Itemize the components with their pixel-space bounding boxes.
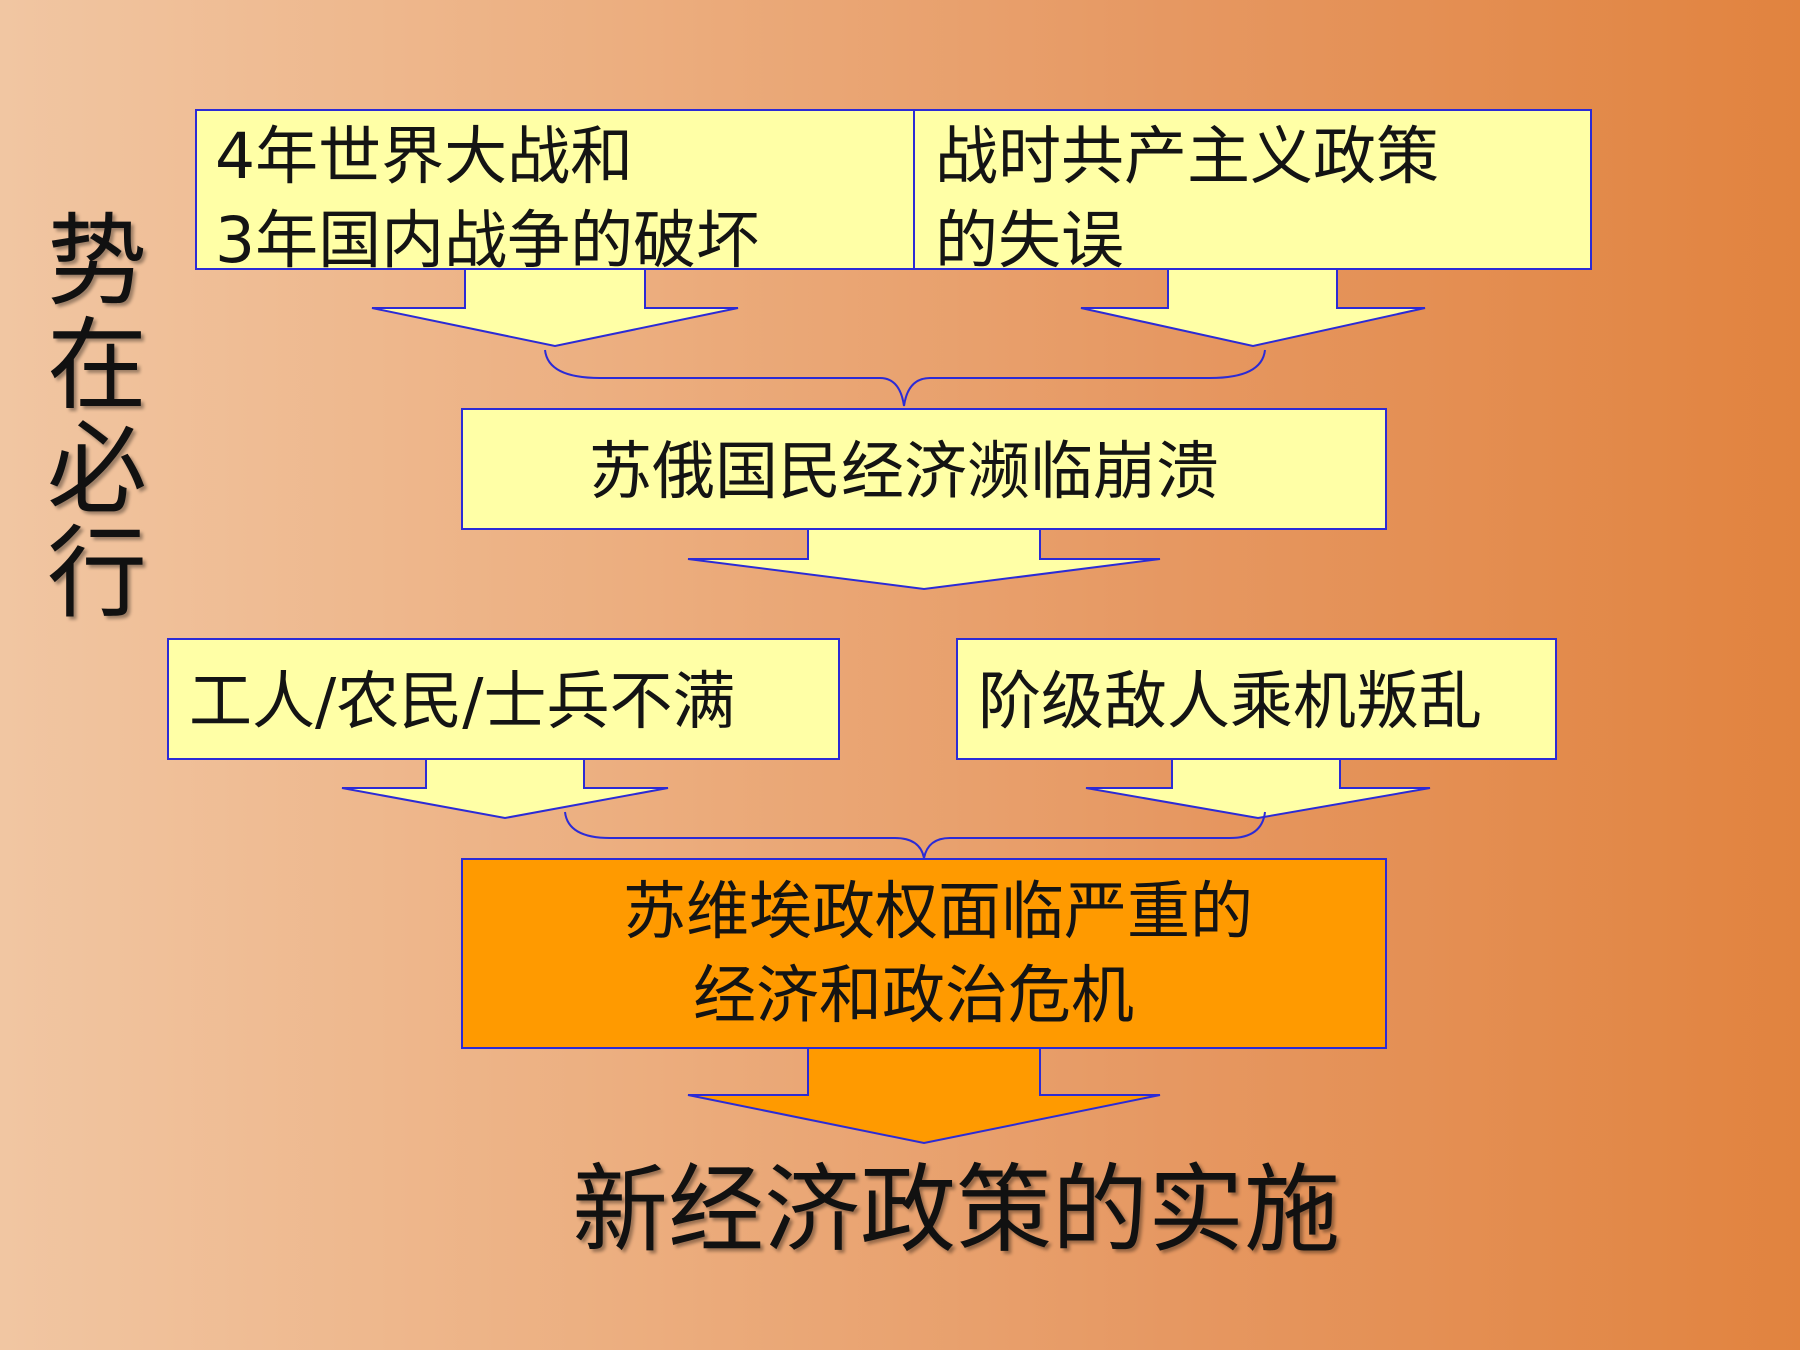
arrow-war-to-economy: [371, 267, 739, 348]
result-title: 新经济政策的实施: [572, 1154, 1340, 1266]
brace-middle: [564, 811, 1266, 859]
brace-top: [544, 349, 1266, 407]
crisis-line-1: 苏维埃政权面临严重的: [623, 875, 1253, 948]
arrow-economy-down: [687, 527, 1161, 591]
cause-policy-error-line-2: 的失误: [935, 204, 1124, 277]
cause-policy-error-line-1: 战时共产主义政策: [935, 120, 1439, 193]
discontent-box: 工人/农民/士兵不满: [167, 638, 840, 760]
cause-war-damage-line-2: 3年国内战争的破坏: [215, 204, 760, 277]
enemy-rebellion-box: 阶级敌人乘机叛乱: [956, 638, 1557, 760]
enemy-rebellion-text: 阶级敌人乘机叛乱: [978, 665, 1482, 738]
side-title: 势在必行: [47, 203, 147, 632]
cause-war-damage-box: 4年世界大战和 3年国内战争的破坏: [195, 109, 915, 277]
cause-war-damage-line-1: 4年世界大战和: [215, 120, 634, 193]
crisis-line-2: 经济和政治危机: [693, 959, 1134, 1032]
arrow-crisis-down: [687, 1046, 1161, 1145]
arrow-policy-to-economy: [1080, 267, 1426, 348]
crisis-box: 苏维埃政权面临严重的 经济和政治危机: [461, 858, 1387, 1049]
economy-collapse-box: 苏俄国民经济濒临崩溃: [461, 408, 1387, 530]
cause-policy-error-box: 战时共产主义政策 的失误: [913, 109, 1592, 277]
arrow-discontent-down: [341, 757, 669, 820]
economy-collapse-text: 苏俄国民经济濒临崩溃: [589, 435, 1219, 508]
discontent-text: 工人/农民/士兵不满: [189, 665, 736, 738]
arrow-enemies-down: [1085, 757, 1431, 820]
